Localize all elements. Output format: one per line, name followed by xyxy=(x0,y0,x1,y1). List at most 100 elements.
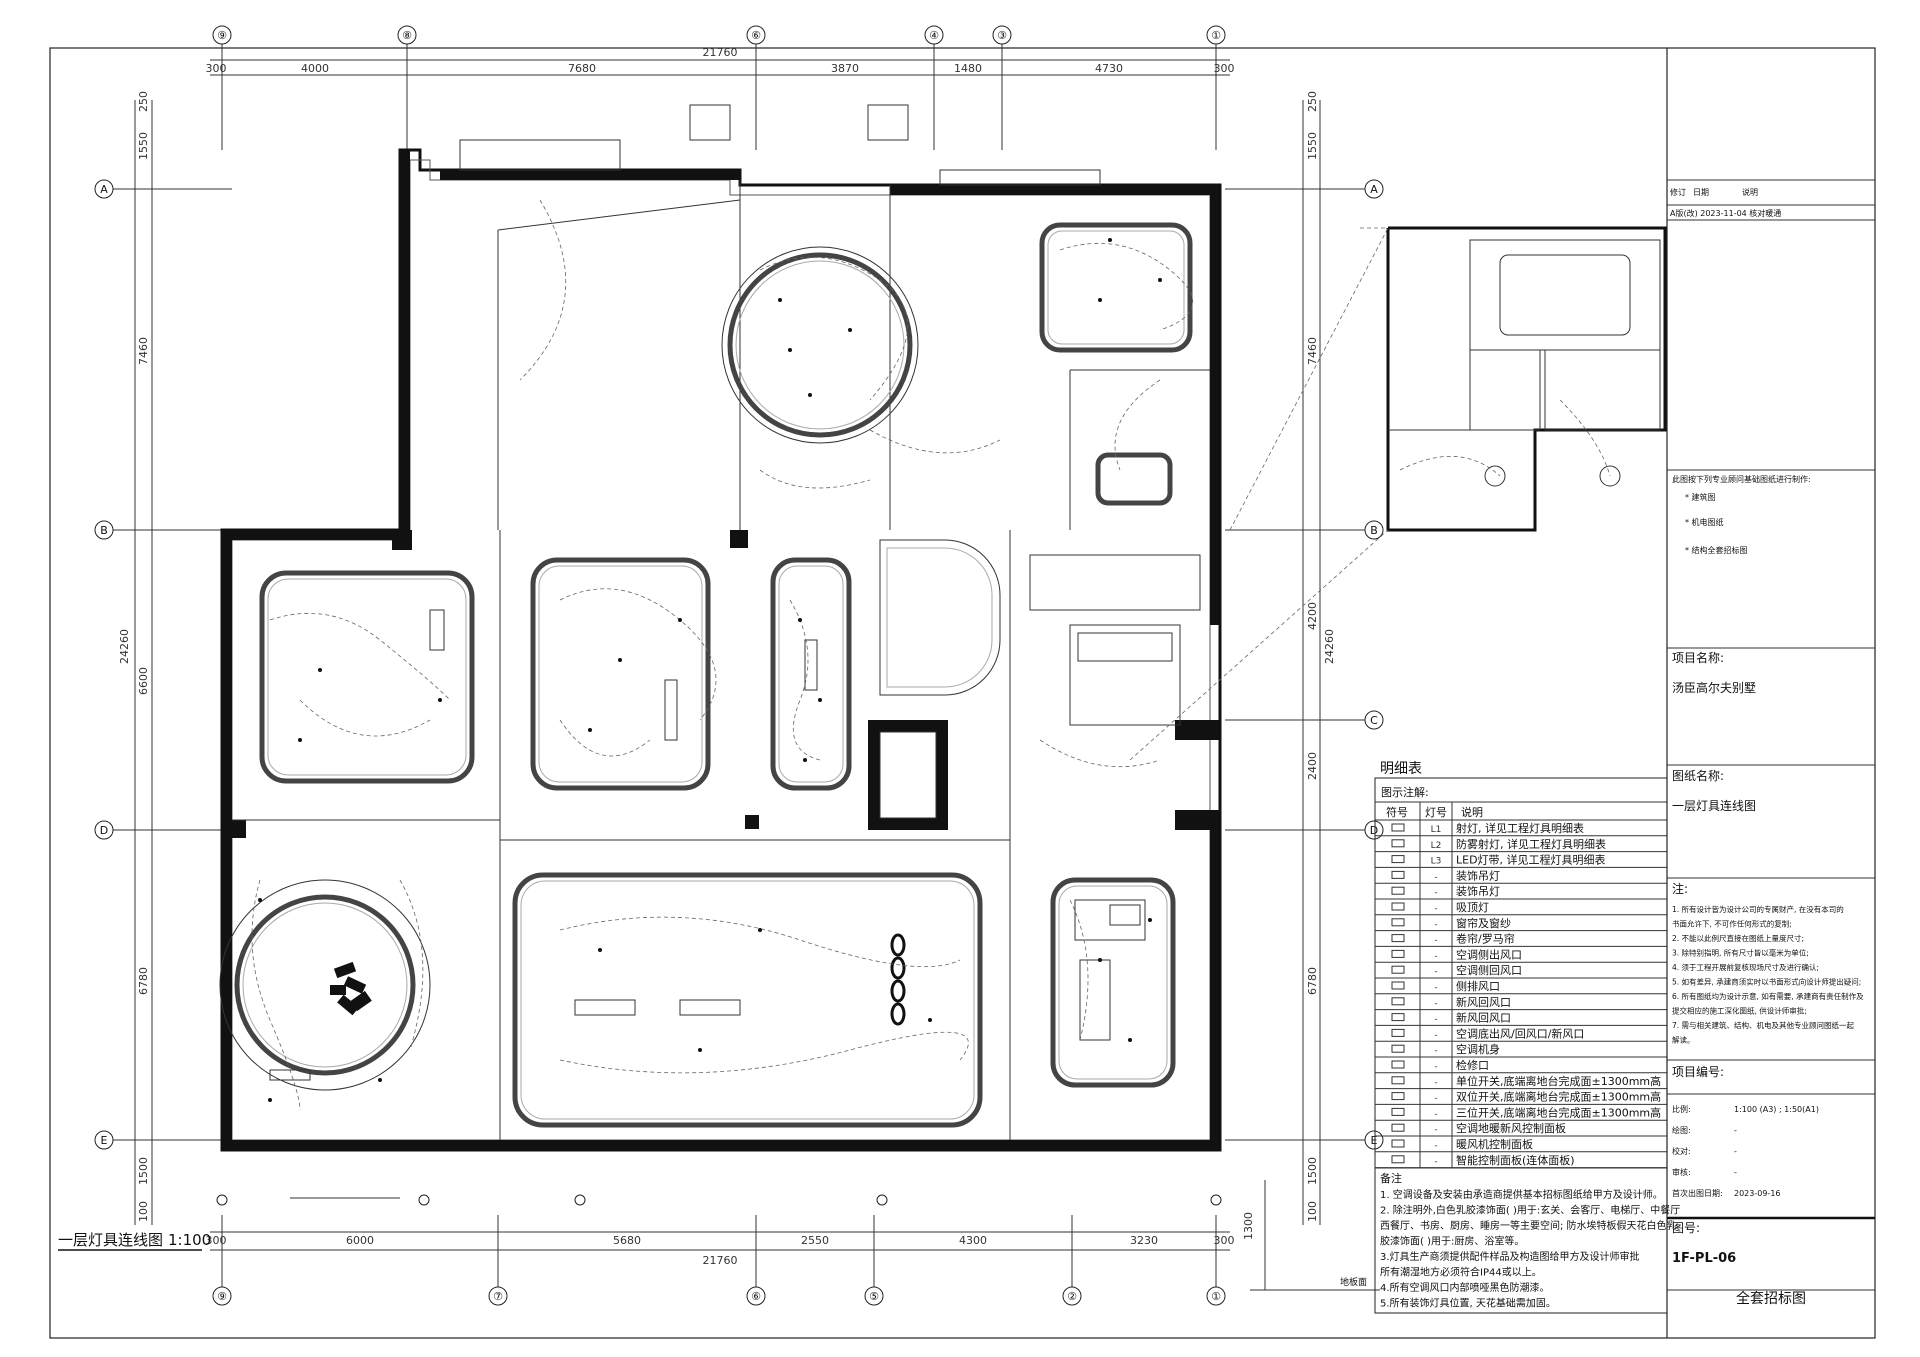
remarks-title: 备注 xyxy=(1380,1171,1402,1185)
legend-desc: 三位开关,底端离地台完成面±1300mm高 xyxy=(1456,1105,1661,1119)
dim-right: 100 xyxy=(1306,1201,1319,1222)
legend-symbol-icon xyxy=(1391,1028,1405,1037)
dim-left-total: 24260 xyxy=(118,629,131,664)
legend-code: L3 xyxy=(1431,857,1442,867)
legend-desc: 暖风机控制面板 xyxy=(1456,1137,1533,1151)
reference-item: * 结构全套招标图 xyxy=(1685,545,1748,555)
note-line: 5. 如有差异, 承建商须实时以书面形式向设计师提出疑问; xyxy=(1672,977,1861,987)
axis-label-right: B xyxy=(1370,524,1378,537)
legend-desc: 智能控制面板(连体面板) xyxy=(1456,1153,1575,1167)
legend-desc: 窗帘及窗纱 xyxy=(1456,916,1511,930)
legend-col-symbol: 符号 xyxy=(1386,806,1408,819)
axis-top-3 xyxy=(992,25,1012,45)
axis-label-top: ④ xyxy=(929,29,939,42)
legend-symbol-icon xyxy=(1391,934,1405,943)
notes-label: 注: xyxy=(1672,881,1688,896)
legend-desc: 双位开关,底端离地台完成面±1300mm高 xyxy=(1456,1090,1661,1104)
legend-code: - xyxy=(1434,904,1437,914)
drawing-name: 一层灯具连线图 xyxy=(1672,798,1756,813)
legend-title: 明细表 xyxy=(1380,761,1422,777)
remark-line: 4.所有空调风口内部喷哑黑色防潮漆。 xyxy=(1380,1281,1550,1294)
dim-right-total: 24260 xyxy=(1323,629,1336,664)
drawn-label: 绘图: xyxy=(1672,1125,1691,1135)
dim-top: 1480 xyxy=(954,62,982,75)
dim-bottom: 4300 xyxy=(959,1234,987,1247)
title-block: 修订 日期 说明 A版(改) 2023-11-04 核对暖通 此图按下列专业顾问… xyxy=(1666,48,1875,1338)
dim-bottom-total: 21760 xyxy=(703,1254,738,1267)
axis-top-9 xyxy=(212,25,232,45)
sheet-number: 1F-PL-06 xyxy=(1672,1251,1736,1266)
dim-top-total: 21760 xyxy=(703,46,738,59)
dim-right: 1500 xyxy=(1306,1157,1319,1185)
approved-label: 审核: xyxy=(1672,1167,1691,1177)
note-line: 书面允许下, 不可作任何形式的复制; xyxy=(1672,919,1792,929)
legend-desc: 空调侧回风口 xyxy=(1456,963,1522,977)
drawn-value: - xyxy=(1734,1126,1737,1135)
note-line: 2. 不能以此例尺直接在图纸上量度尺寸; xyxy=(1672,933,1804,943)
legend-desc: LED灯带, 详见工程灯具明细表 xyxy=(1456,853,1606,867)
project-name: 汤臣高尔夫别墅 xyxy=(1672,680,1756,695)
scale-label: 比例: xyxy=(1672,1104,1691,1114)
legend-code: - xyxy=(1434,983,1437,993)
floor-plan xyxy=(219,104,1222,1152)
dim-top: 300 xyxy=(1214,62,1235,75)
date-value: 2023-09-16 xyxy=(1734,1189,1781,1198)
axis-label-bottom: ⑥ xyxy=(751,1290,761,1303)
remark-line: 5.所有装饰灯具位置, 天花基础需加固。 xyxy=(1380,1297,1556,1310)
axis-label-top: ① xyxy=(1211,29,1221,42)
dim-right: 6780 xyxy=(1306,967,1319,995)
legend-desc: 空调底出风/回风口/新风口 xyxy=(1456,1026,1584,1040)
legend-symbol-icon xyxy=(1391,965,1405,974)
dim-left: 6600 xyxy=(137,667,150,695)
note-line: 解读。 xyxy=(1672,1035,1695,1045)
stage-label: 全套招标图 xyxy=(1736,1290,1806,1307)
legend-symbol-icon xyxy=(1391,1013,1405,1022)
axis-label-left: B xyxy=(100,524,108,537)
chandelier-icon xyxy=(330,961,372,1016)
legend-symbol-icon xyxy=(1391,855,1405,864)
remark-line: 2. 除注明外,白色乳胶漆饰面( )用于:玄关、会客厅、电梯厅、中餐厅 xyxy=(1380,1204,1680,1217)
axis-label-bottom: ⑤ xyxy=(869,1290,879,1303)
legend-symbol-icon xyxy=(1391,1060,1405,1069)
legend-code: L2 xyxy=(1431,841,1442,851)
dim-top: 300 xyxy=(206,62,227,75)
legend-desc: 空调侧出风口 xyxy=(1456,947,1522,961)
remarks-list: 1. 空调设备及安装由承造商提供基本招标图纸给甲方及设计师。 2. 除注明外,白色… xyxy=(1380,1188,1680,1310)
dim-right: 7460 xyxy=(1306,337,1319,365)
legend-code: - xyxy=(1434,951,1437,961)
remark-line: 西餐厅、书房、厨房、睡房一等主要空间; 防水埃特板假天花白色乳 xyxy=(1380,1219,1677,1232)
dim-bottom: 2550 xyxy=(801,1234,829,1247)
legend-symbol-icon xyxy=(1391,1155,1405,1164)
axis-label-top: ⑨ xyxy=(217,29,227,42)
legend-code: - xyxy=(1434,920,1437,930)
legend-code: - xyxy=(1434,999,1437,1009)
legend-symbol-icon xyxy=(1391,1123,1405,1132)
legend-code: L1 xyxy=(1431,825,1442,835)
dim-right: 2400 xyxy=(1306,752,1319,780)
legend-symbol-icon xyxy=(1391,870,1405,879)
axis-label-left: E xyxy=(101,1134,108,1147)
checked-label: 校对: xyxy=(1672,1146,1691,1156)
legend-desc: 防雾射灯, 详见工程灯具明细表 xyxy=(1456,837,1606,851)
legend-desc: 检修口 xyxy=(1456,1058,1489,1072)
dim-bottom: 5680 xyxy=(613,1234,641,1247)
legend-code: - xyxy=(1434,1157,1437,1167)
sheet-border xyxy=(49,47,1876,1339)
legend-desc: 新风回风口 xyxy=(1456,995,1511,1009)
remark-line: 3.灯具生产商须提供配件样品及构造图给甲方及设计师审批 xyxy=(1380,1250,1640,1263)
scale-value: 1:100 (A3) ; 1:50(A1) xyxy=(1734,1105,1819,1114)
legend-symbol-icon xyxy=(1391,997,1405,1006)
legend-symbol-icon xyxy=(1391,949,1405,958)
axis-top-8 xyxy=(397,25,417,45)
legend-note-header: 图示注解: xyxy=(1381,785,1429,799)
axis-label-bottom: ② xyxy=(1067,1290,1077,1303)
floor-level-mark: 1300 地板面 xyxy=(1242,1180,1380,1291)
axis-label-top: ⑧ xyxy=(402,29,412,42)
legend-code: - xyxy=(1434,1030,1437,1040)
checked-value: - xyxy=(1734,1147,1737,1156)
drawing-scale: 1:100 xyxy=(168,1231,211,1249)
legend-code: - xyxy=(1434,1141,1437,1151)
dim-left: 6780 xyxy=(137,967,150,995)
remark-line: 1. 空调设备及安装由承造商提供基本招标图纸给甲方及设计师。 xyxy=(1380,1188,1663,1201)
